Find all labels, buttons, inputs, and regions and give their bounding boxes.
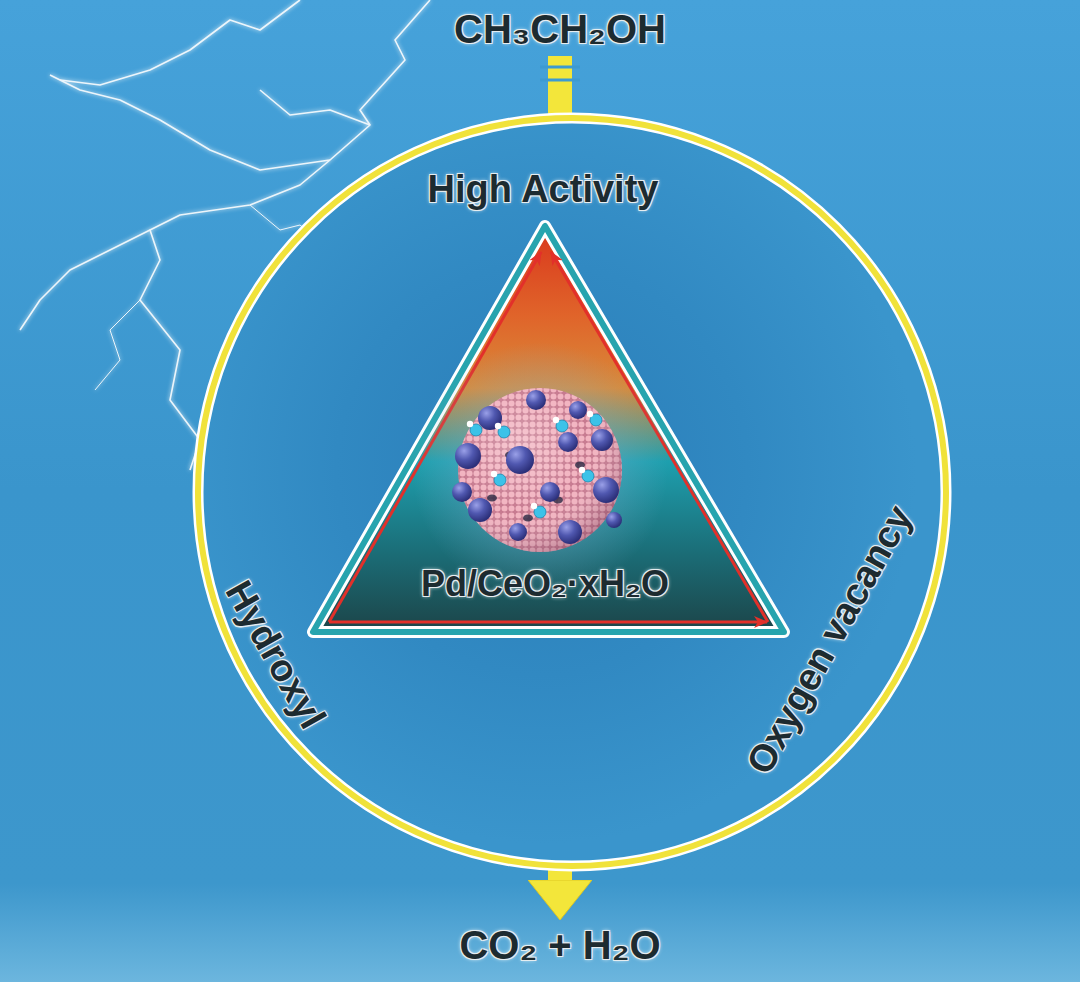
triangle-border <box>313 226 784 632</box>
cycle-arrows <box>329 252 768 622</box>
circle-fill <box>198 118 946 866</box>
catalyst-sphere <box>452 388 622 552</box>
circle-ring <box>198 118 946 866</box>
cycle-arrow <box>329 621 767 624</box>
product-label: CO₂ + H₂O <box>459 922 660 968</box>
reactant-label: CH₃CH₂OH <box>450 6 670 54</box>
vertex-label: High Activity <box>428 168 659 212</box>
catalyst-label: Pd/CeO₂·xH₂O <box>421 563 669 604</box>
catalyst-triangle: Pd/CeO₂·xH₂O <box>305 218 792 640</box>
bar-gap <box>540 79 580 82</box>
triangle-fill <box>313 226 784 632</box>
sphere-glow <box>412 342 668 598</box>
product-label: CO₂ + H₂O <box>455 922 665 970</box>
bar-gap <box>540 66 580 69</box>
reactant-label: CH₃CH₂OH <box>454 6 666 52</box>
reaction-circle: High ActivityHydroxylOxygen vacancyPd/Ce… <box>192 114 952 874</box>
